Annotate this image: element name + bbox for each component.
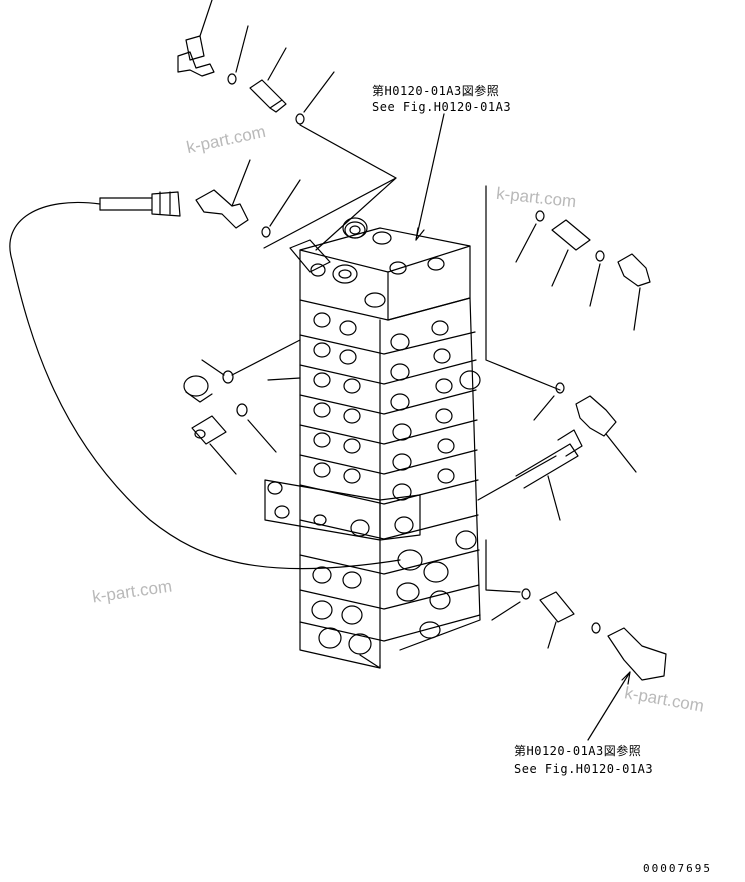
elbow-fitting: [575, 395, 617, 437]
o-ring: [555, 382, 565, 394]
elbow-fitting: [617, 253, 651, 287]
control-valve-body: [264, 217, 481, 669]
o-ring: [236, 403, 248, 417]
adapter-fitting: [551, 219, 591, 251]
o-ring: [227, 73, 237, 85]
plug-adapter: [191, 415, 227, 445]
o-ring: [595, 250, 605, 262]
reference-callout-top-en: See Fig.H0120-01A3: [372, 100, 512, 114]
o-ring: [521, 588, 531, 600]
reference-callout-bottom-en: See Fig.H0120-01A3: [514, 762, 654, 776]
elbow-fitting: [607, 627, 667, 681]
o-ring: [295, 113, 305, 125]
o-ring: [222, 370, 234, 384]
pipe-fitting: [515, 429, 583, 489]
reference-callout-bottom-jp: 第H0120-01A3図参照: [514, 744, 642, 758]
hose-assembly: [9, 191, 401, 570]
elbow-fitting: [195, 159, 251, 229]
reference-callout-top-jp: 第H0120-01A3図参照: [372, 84, 500, 98]
adapter-fitting: [539, 591, 575, 623]
document-number: 00007695: [643, 862, 712, 875]
o-ring: [591, 622, 601, 634]
plug: [183, 375, 213, 403]
callout-arrow-top: [415, 113, 445, 241]
adapter-fitting: [249, 79, 287, 113]
o-ring: [261, 226, 271, 238]
callout-arrow-bottom: [587, 671, 631, 741]
o-ring: [535, 210, 545, 222]
elbow-fitting-top: [177, 0, 215, 77]
